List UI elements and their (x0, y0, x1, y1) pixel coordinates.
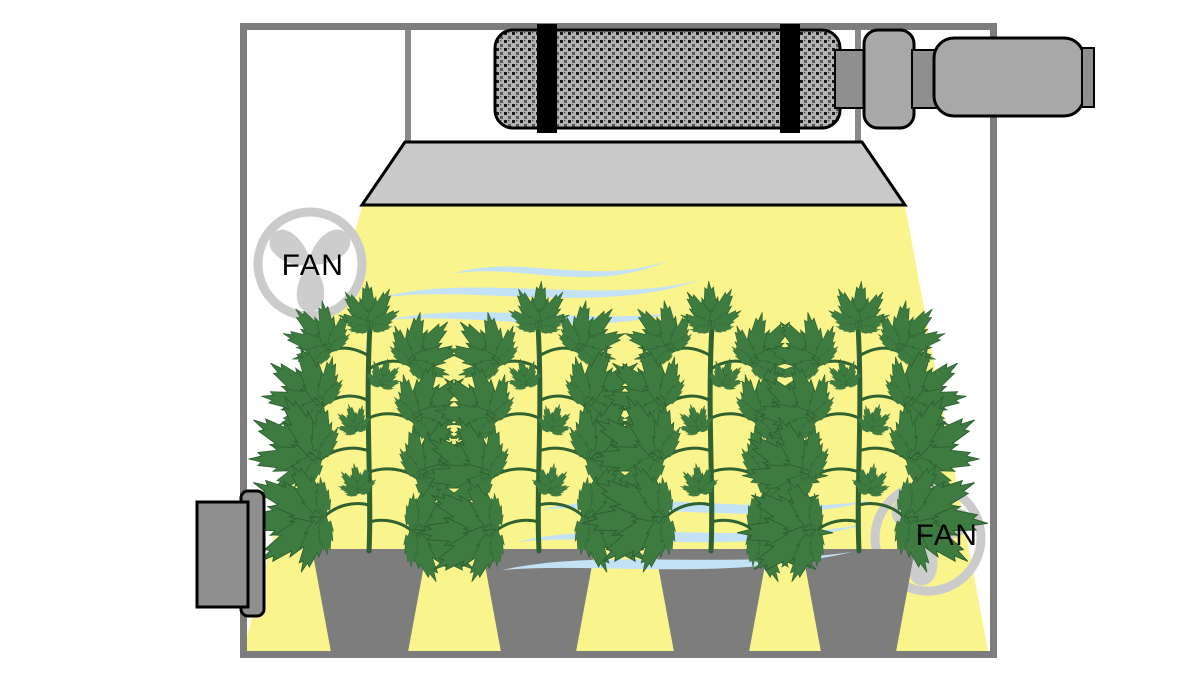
plant-pot-4 (802, 549, 915, 652)
plant-pot-2 (482, 549, 595, 652)
airflow-line (452, 260, 670, 278)
fan-label-bottom: FAN (916, 519, 979, 552)
intake-vent-front (195, 500, 250, 609)
filter-strap-left (537, 24, 557, 133)
filter-strap-right (780, 24, 800, 133)
airflow-line (380, 280, 700, 298)
tent-frame (240, 23, 997, 658)
plant-pot-1 (312, 549, 427, 652)
circulation-fan-top (253, 207, 367, 321)
reflector-hood (359, 140, 908, 207)
fan-label-top: FAN (282, 249, 345, 282)
plant-pot-3 (655, 549, 768, 652)
inline-fan (932, 36, 1086, 118)
inline-fan-endcap (1081, 47, 1095, 108)
duct-coupler (862, 28, 916, 130)
